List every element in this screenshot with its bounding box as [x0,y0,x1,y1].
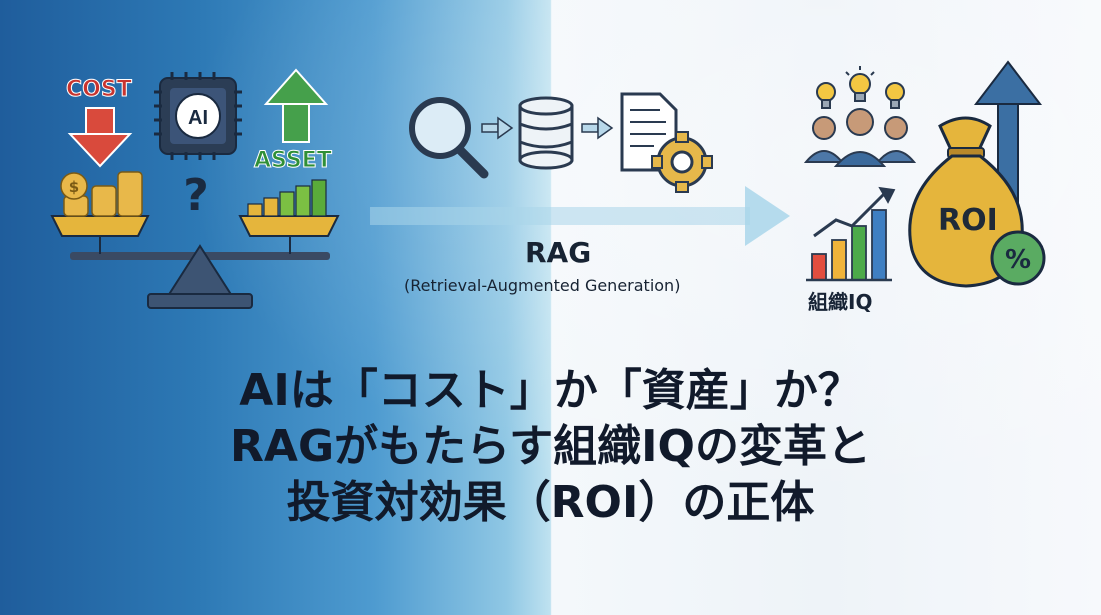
org-iq-label: 組織IQ [808,290,873,314]
question-mark-icon: ? [183,170,209,221]
asset-label: ASSET [254,148,333,174]
headline: AIは「コスト」か「資産」か？ RAGがもたらす組織IQの変革と 投資対効果（R… [0,363,1101,531]
dollar-coin-label: $ [69,178,79,196]
up-arrow-icon [263,68,329,143]
small-arrow-icon [481,116,514,140]
headline-line-1: AIは「コスト」か「資産」か？ [239,365,862,416]
ai-chip-label: AI [188,107,208,129]
growth-chart-icon [806,186,896,282]
magnifier-icon [409,97,489,179]
flow-arrow-icon [370,186,790,246]
rag-title: RAG [525,236,592,269]
headline-line-2: RAGがもたらす組織IQの変革と [230,421,871,472]
bar-stack-icon [247,179,327,217]
headline-line-3: 投資対効果（ROI）の正体 [286,477,815,528]
cost-label: COST [66,77,133,103]
roi-label: ROI [938,203,998,238]
database-icon [518,96,574,170]
coin-stack-icon [60,171,143,217]
gear-icon [651,131,713,193]
small-arrow-icon [581,116,614,140]
percent-label: % [1005,245,1031,275]
team-icon [803,108,917,167]
rag-subtitle: (Retrieval-Augmented Generation) [404,276,681,295]
balance-scale-icon [50,215,340,309]
ai-chip-icon: AI [154,72,242,160]
percent-icon: % [990,230,1046,286]
lightbulb-icon [816,66,905,109]
down-arrow-icon [67,107,133,168]
